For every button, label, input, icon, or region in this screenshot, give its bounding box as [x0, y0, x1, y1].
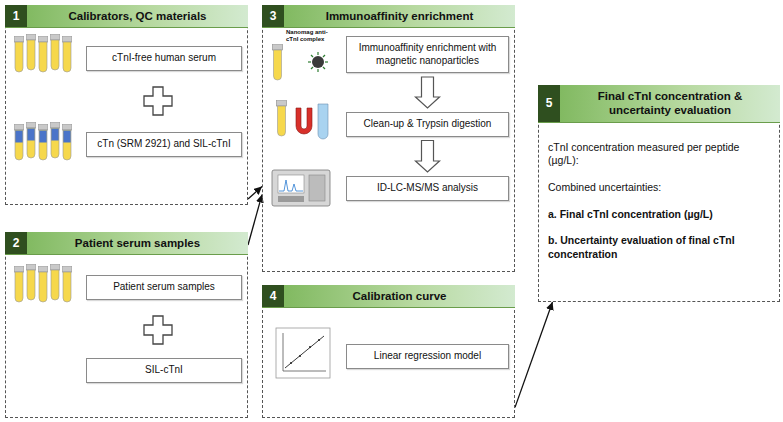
- step-number: 4: [262, 285, 284, 307]
- panel-header: 5Final cTnI concentration & uncertainty …: [538, 85, 780, 123]
- step-panel: 2Patient serum samplesPatient serum samp…: [5, 232, 248, 418]
- panel-title: Calibrators, QC materials: [27, 5, 248, 27]
- box-text: cTn (SRM 2921) and SIL-cTnI: [97, 138, 230, 151]
- spiked-tubes: [14, 122, 72, 160]
- process-box: ID-LC-MS/MS analysis: [346, 176, 509, 201]
- box-text: cTnI-free human serum: [112, 52, 216, 65]
- step-number: 3: [262, 5, 284, 27]
- result-text: b. Uncertainty evaluation of final cTnI …: [548, 234, 770, 261]
- process-box: Immunoaffinity enrichment with magnetic …: [346, 36, 509, 73]
- process-box: cTn (SRM 2921) and SIL-cTnI: [86, 132, 242, 157]
- panel-title: Immunoaffinity enrichment: [284, 5, 515, 27]
- result-text: a. Final cTnI concentration (µg/L): [548, 208, 770, 222]
- process-box: Clean-up & Trypsin digestion: [346, 112, 509, 137]
- calibration-chart-icon: [276, 328, 330, 378]
- panel-title: Patient serum samples: [27, 232, 248, 254]
- process-box: cTnI-free human serum: [86, 46, 242, 71]
- box-text: Patient serum samples: [113, 281, 215, 294]
- panel-header: 2Patient serum samples: [5, 232, 248, 255]
- patient-tubes: [14, 264, 72, 302]
- panel-title: Calibration curve: [284, 285, 515, 307]
- nanomag-icon: [273, 44, 329, 80]
- step-number: 1: [5, 5, 27, 27]
- block-arrow: [416, 141, 440, 173]
- flow-arrow: [248, 187, 262, 199]
- plus-symbol: [144, 316, 172, 344]
- result-text: cTnI concentration measured per peptide …: [548, 141, 770, 168]
- flow-arrow: [248, 195, 262, 245]
- box-text: Linear regression model: [374, 350, 481, 363]
- panel-header: 4Calibration curve: [262, 285, 515, 308]
- box-text: ID-LC-MS/MS analysis: [377, 182, 478, 195]
- magnet-tubes-icon: [277, 100, 329, 139]
- step-panel: 1Calibrators, QC materials cTnI-free huma…: [5, 5, 248, 205]
- step-panel: 3Immunoaffinity enrichmentImmunoaffinity…: [262, 5, 515, 272]
- step-panel: 5Final cTnI concentration & uncertainty …: [538, 85, 780, 302]
- step-number: 5: [538, 85, 560, 122]
- process-box: Patient serum samples: [86, 275, 242, 300]
- icon-label: Nanomag anti-cTnI complex: [286, 29, 334, 42]
- serum-tubes: [14, 34, 72, 72]
- panel-body: cTnI concentration measured per peptide …: [539, 123, 779, 281]
- panel-title: Final cTnI concentration & uncertainty e…: [560, 85, 780, 122]
- box-text: Immunoaffinity enrichment with magnetic …: [353, 42, 502, 67]
- result-text: Combined uncertainties:: [548, 181, 770, 195]
- box-text: SIL-cTnI: [145, 364, 183, 377]
- panel-header: 3Immunoaffinity enrichment: [262, 5, 515, 28]
- step-number: 2: [5, 232, 27, 254]
- step-panel: 4Calibration curveLinear regression mode…: [262, 285, 515, 418]
- plus-symbol: [144, 87, 172, 115]
- block-arrow: [416, 77, 440, 108]
- lc-ms-instrument-icon: [272, 170, 330, 206]
- box-text: Clean-up & Trypsin digestion: [364, 118, 492, 131]
- process-box: Linear regression model: [346, 344, 509, 369]
- flow-arrow: [515, 302, 553, 407]
- panel-header: 1Calibrators, QC materials: [5, 5, 248, 28]
- process-box: SIL-cTnI: [86, 358, 242, 383]
